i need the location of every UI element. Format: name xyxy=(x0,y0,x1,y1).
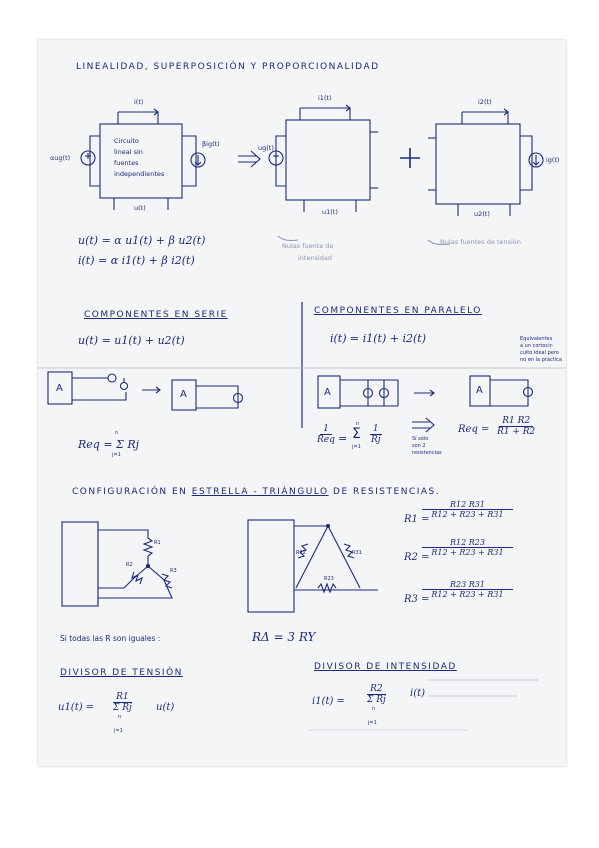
u2-label: u2(t) xyxy=(474,210,490,218)
voltage-divider-frac: R1 Σ Rj xyxy=(113,692,132,713)
eq-r3-left: R3 = xyxy=(404,594,430,605)
current-divider-right: i(t) xyxy=(410,688,426,699)
star-delta-heading: CONFIGURACIÓN EN ESTRELLA - TRIÁNGULO DE… xyxy=(72,487,441,497)
i1-label: i1(t) xyxy=(318,94,332,102)
r2-label: R2 xyxy=(126,562,133,568)
parallel-side-note: Equivalentes a un cortocir- cuito ideal … xyxy=(520,336,562,363)
circuit-box-3 xyxy=(435,123,521,205)
voltage-source-left xyxy=(80,150,96,166)
parallel-inv-req: 1 Req xyxy=(317,424,335,445)
voltage-label-bottom: u(t) xyxy=(134,204,146,212)
equal-resistors-note: Si todas las R son iguales : xyxy=(60,634,161,643)
parallel-sum-bottom: j=1 xyxy=(352,444,361,450)
current-source-right xyxy=(190,152,206,168)
resistor-r1 xyxy=(142,537,154,557)
r1-label: R1 xyxy=(154,540,161,546)
series-block-label-2: A xyxy=(180,389,187,400)
ig-label: ig(t) xyxy=(546,156,560,164)
voltage-divider-left: u1(t) = xyxy=(58,702,95,713)
eq-r2-frac: R12 R23 R12 + R23 + R31 xyxy=(422,538,513,557)
voltage-source-label: αug(t) xyxy=(50,154,71,162)
superposition-eq-i: i(t) = α i1(t) + β i2(t) xyxy=(78,254,195,267)
eq-r3-frac: R23 R31 R12 + R23 + R31 xyxy=(422,580,513,599)
current-divider-sum-bottom: j=1 xyxy=(368,720,377,726)
parallel-sum-top: n xyxy=(356,421,360,427)
parallel-eq: i(t) = i1(t) + i2(t) xyxy=(330,332,426,345)
page-title: LINEALIDAD, SUPERPOSICIÓN Y PROPORCIONAL… xyxy=(76,62,380,72)
parallel-req2-frac: R1 R2 R1 + R2 xyxy=(497,416,536,437)
voltage-divider-sum-top: n xyxy=(118,714,122,720)
parallel-req2-left: Req = xyxy=(458,424,490,435)
linear-circuit-label: Circuito lineal sin fuentes independient… xyxy=(114,137,165,178)
note-null-current-sources: Nulas fuente de intensidad xyxy=(282,242,334,262)
parallel-equals: = xyxy=(338,432,348,445)
eq-r1-frac: R12 R31 R12 + R23 + R31 xyxy=(422,500,513,519)
i2-label: i2(t) xyxy=(478,98,492,106)
eq-r1-left: R1 = xyxy=(404,514,430,525)
current-divider-frac: R2 Σ Rj xyxy=(367,684,386,705)
parallel-block-label: A xyxy=(324,387,331,398)
parallel-heading: COMPONENTES EN PARALELO xyxy=(314,306,482,316)
note-null-voltage-sources: Nulas fuentes de tensión xyxy=(440,238,521,246)
current-divider-left: i1(t) = xyxy=(312,696,345,707)
series-block-A xyxy=(47,371,73,405)
superposition-eq-u: u(t) = α u1(t) + β u2(t) xyxy=(78,234,206,247)
circuit-box-2 xyxy=(285,119,371,201)
parallel-two-resistors-note: Sí sólo son 2 resistencias xyxy=(412,436,442,456)
eq-r2-left: R2 = xyxy=(404,552,430,563)
r23-label: R23 xyxy=(324,576,334,582)
star-block xyxy=(61,521,99,607)
series-sum-bottom: j=1 xyxy=(112,452,121,458)
parallel-block-label-2: A xyxy=(476,385,483,396)
ug-label: ug(t) xyxy=(258,144,274,152)
parallel-inv-rj: 1 Rj xyxy=(369,424,382,445)
parallel-block-A xyxy=(317,375,341,409)
delta-star-relation: RΔ = 3 RY xyxy=(252,630,316,644)
series-heading: COMPONENTES EN SERIE xyxy=(84,310,228,320)
current-label-top: i(t) xyxy=(134,98,144,106)
voltage-divider-right: u(t) xyxy=(156,702,175,713)
circuit-drawings xyxy=(38,104,566,731)
voltage-divider-sum-bottom: j=1 xyxy=(114,728,123,734)
r3-label: R3 xyxy=(170,568,177,574)
notes-sheet: LINEALIDAD, SUPERPOSICIÓN Y PROPORCIONAL… xyxy=(38,40,566,766)
series-req: Req = Σ Rj xyxy=(78,438,140,451)
r12-label: R12 xyxy=(296,550,306,556)
voltage-divider-heading: DIVISOR DE TENSIÓN xyxy=(60,668,183,678)
u1-label: u1(t) xyxy=(322,208,338,216)
current-divider-heading: DIVISOR DE INTENSIDAD xyxy=(314,662,457,672)
series-block-label: A xyxy=(56,383,63,394)
current-divider-sum-top: n xyxy=(372,706,376,712)
delta-block xyxy=(247,519,295,613)
series-sum-top: n xyxy=(115,430,119,436)
r31-label: R31 xyxy=(352,550,362,556)
parallel-sum-sign: Σ xyxy=(352,426,361,442)
current-source-label: βig(t) xyxy=(202,140,220,148)
series-eq: u(t) = u1(t) + u2(t) xyxy=(78,334,185,347)
linear-circuit-box xyxy=(99,123,183,199)
